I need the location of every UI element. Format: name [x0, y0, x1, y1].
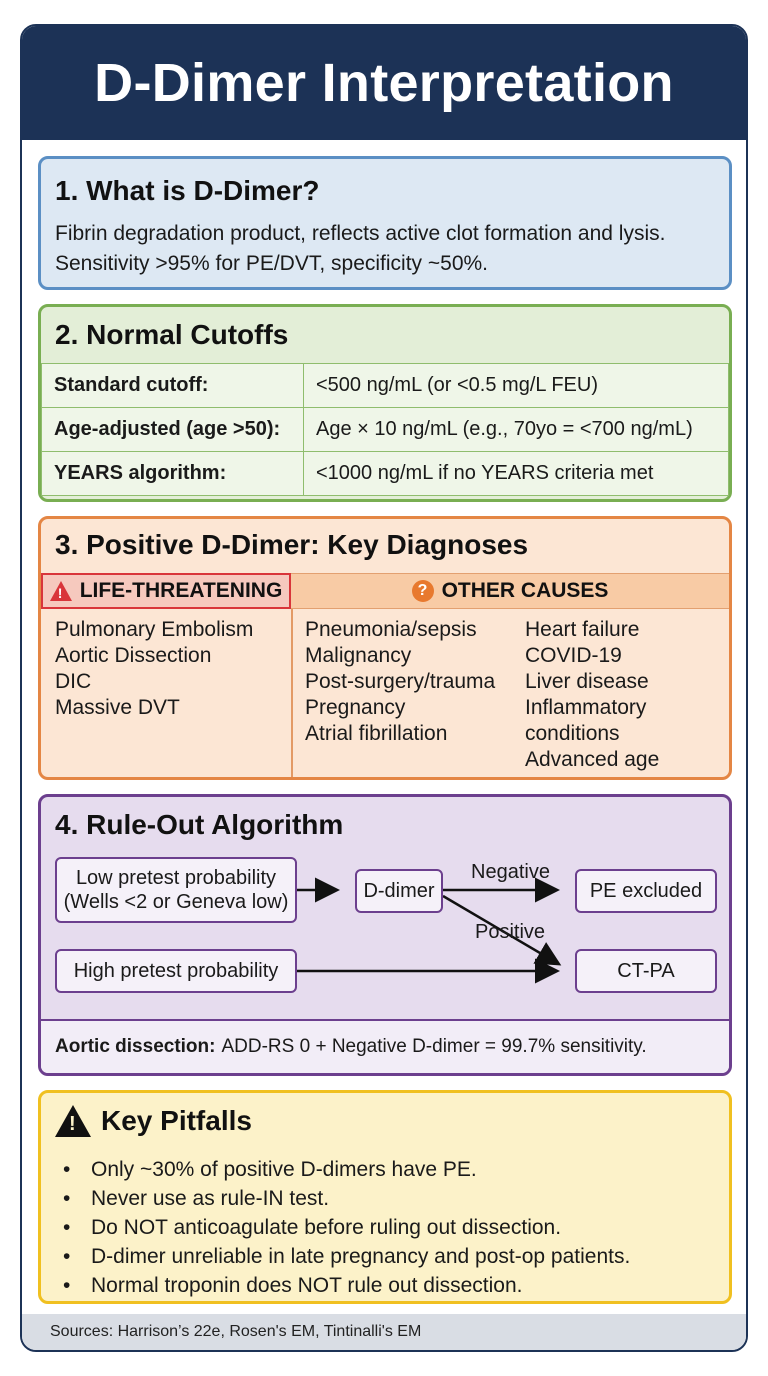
- list-item: Advanced age: [525, 748, 660, 771]
- header: D-Dimer Interpretation: [22, 26, 746, 140]
- list-item: COVID-19: [525, 644, 622, 667]
- list-item: Heart failure: [525, 618, 640, 641]
- list-item: Post-surgery/trauma: [305, 670, 496, 693]
- warning-icon: !: [49, 581, 72, 601]
- list-item: Pulmonary Embolism: [55, 618, 254, 641]
- body-line: Sensitivity >95% for PE/DVT, specificity…: [55, 252, 489, 275]
- list-item: Massive DVT: [55, 696, 180, 719]
- infographic-card: D-Dimer Interpretation 1. What is D-Dime…: [20, 24, 748, 1352]
- section-normal-cutoffs: 2. Normal Cutoffs Standard cutoff: <500 …: [38, 304, 732, 502]
- box-label: High pretest probability: [73, 960, 279, 982]
- cutoff-label: Standard cutoff:: [41, 363, 304, 408]
- aortic-dissection-note: Aortic dissection: ADD-RS 0 + Negative D…: [41, 1019, 729, 1073]
- list-item: Never use as rule-IN test.: [61, 1184, 630, 1213]
- note-label: Aortic dissection:: [55, 1036, 216, 1057]
- high-probability-box: High pretest probability: [55, 949, 297, 993]
- list-item: Pregnancy: [305, 696, 406, 719]
- table-row: Standard cutoff: <500 ng/mL (or <0.5 mg/…: [41, 363, 729, 408]
- other-causes-header: ? OTHER CAUSES: [291, 573, 729, 609]
- list-item: D-dimer unreliable in late pregnancy and…: [61, 1242, 630, 1271]
- section-title: 2. Normal Cutoffs: [55, 319, 289, 350]
- cutoff-value: <1000 ng/mL if no YEARS criteria met: [303, 451, 729, 496]
- section-what-is-d-dimer: 1. What is D-Dimer? Fibrin degradation p…: [38, 156, 732, 290]
- flowchart-arrows: [297, 877, 562, 984]
- section-body: Fibrin degradation product, reflects act…: [55, 219, 715, 279]
- other-causes-list-2: Heart failure COVID-19 Liver disease Inf…: [525, 617, 659, 773]
- table-row: YEARS algorithm: <1000 ng/mL if no YEARS…: [41, 451, 729, 496]
- footer-sources: Sources: Harrison’s 22e, Rosen's EM, Tin…: [22, 1314, 746, 1350]
- pitfalls-list: Only ~30% of positive D-dimers have PE. …: [61, 1155, 630, 1300]
- section-title: 4. Rule-Out Algorithm: [55, 809, 344, 840]
- section-key-diagnoses: 3. Positive D-Dimer: Key Diagnoses ! LIF…: [38, 516, 732, 780]
- list-item: Aortic Dissection: [55, 644, 212, 667]
- list-item: Liver disease: [525, 670, 649, 693]
- body-line: Fibrin degradation product, reflects act…: [55, 222, 666, 245]
- header-label: LIFE-THREATENING: [79, 579, 283, 602]
- table-row: Age-adjusted (age >50): Age × 10 ng/mL (…: [41, 407, 729, 452]
- negative-label: Negative: [471, 861, 550, 883]
- list-item: Atrial fibrillation: [305, 722, 448, 745]
- ctpa-box: CT-PA: [575, 949, 717, 993]
- other-causes-list-1: Pneumonia/sepsis Malignancy Post-surgery…: [305, 617, 495, 747]
- page-title: D-Dimer Interpretation: [94, 53, 674, 113]
- box-label: PE excluded: [589, 880, 703, 902]
- list-item: conditions: [525, 722, 620, 745]
- column-divider: [291, 609, 293, 777]
- note-text: ADD-RS 0 + Negative D-dimer = 99.7% sens…: [221, 1036, 647, 1057]
- box-line: (Wells <2 or Geneva low): [63, 891, 289, 913]
- header-label: OTHER CAUSES: [441, 579, 609, 602]
- pitfalls-title: ! Key Pitfalls: [55, 1105, 252, 1137]
- list-item: Normal troponin does NOT rule out dissec…: [61, 1271, 630, 1300]
- cutoff-label: YEARS algorithm:: [41, 451, 304, 496]
- cutoff-value: Age × 10 ng/mL (e.g., 70yo = <700 ng/mL): [303, 407, 729, 452]
- box-label: D-dimer: [363, 880, 435, 902]
- sources-text: Sources: Harrison’s 22e, Rosen's EM, Tin…: [50, 1323, 422, 1340]
- positive-label: Positive: [475, 921, 546, 943]
- section-key-pitfalls: ! Key Pitfalls Only ~30% of positive D-d…: [38, 1090, 732, 1304]
- low-probability-box: Low pretest probability (Wells <2 or Gen…: [55, 857, 297, 923]
- list-item: Malignancy: [305, 644, 412, 667]
- cutoffs-table: Standard cutoff: <500 ng/mL (or <0.5 mg/…: [41, 363, 729, 496]
- section-title: 1. What is D-Dimer?: [55, 175, 320, 206]
- list-item: Only ~30% of positive D-dimers have PE.: [61, 1155, 630, 1184]
- list-item: Pneumonia/sepsis: [305, 618, 477, 641]
- list-item: DIC: [55, 670, 92, 693]
- box-line: Low pretest probability: [75, 867, 277, 889]
- section-title: 3. Positive D-Dimer: Key Diagnoses: [55, 529, 529, 560]
- life-threatening-list: Pulmonary Embolism Aortic Dissection DIC…: [55, 617, 253, 721]
- arrow-ddimer-to-ctpa: [442, 894, 562, 966]
- cutoff-value: <500 ng/mL (or <0.5 mg/L FEU): [303, 363, 729, 408]
- life-threatening-header: ! LIFE-THREATENING: [41, 573, 291, 609]
- section-rule-out-algorithm: 4. Rule-Out Algorithm Low pretest probab…: [38, 794, 732, 1076]
- cutoff-label: Age-adjusted (age >50):: [41, 407, 304, 452]
- pe-excluded-box: PE excluded: [575, 869, 717, 913]
- list-item: Inflammatory: [525, 696, 647, 719]
- question-icon: ?: [411, 580, 434, 602]
- box-label: CT-PA: [617, 960, 675, 982]
- warning-icon: !: [55, 1105, 91, 1137]
- list-item: Do NOT anticoagulate before ruling out d…: [61, 1213, 630, 1242]
- ddimer-box: D-dimer: [355, 869, 443, 913]
- section-title: Key Pitfalls: [101, 1105, 252, 1136]
